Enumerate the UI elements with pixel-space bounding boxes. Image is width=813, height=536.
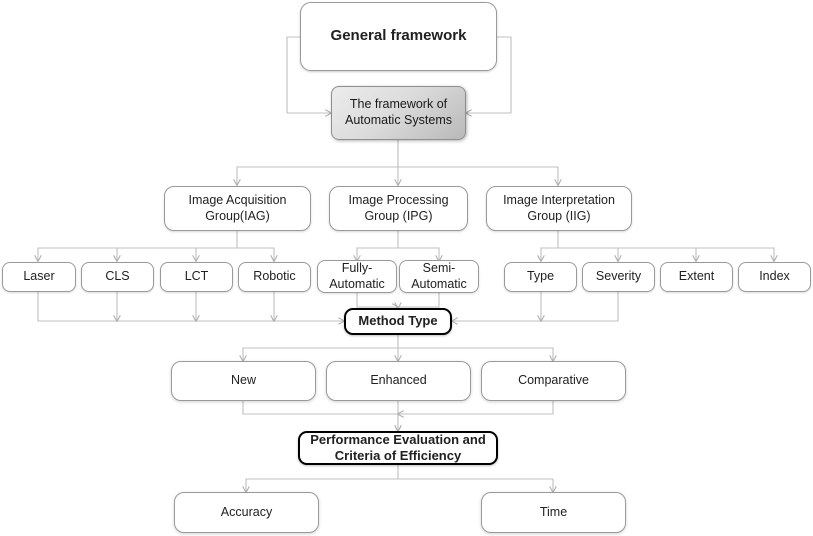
node-cls-label: CLS: [105, 269, 130, 284]
node-method-type-label: Method Type: [358, 313, 438, 329]
node-fully-automatic-line1: Fully-: [341, 260, 373, 275]
node-robotic-label: Robotic: [253, 269, 296, 284]
node-type[interactable]: Type: [504, 262, 577, 292]
node-cls[interactable]: CLS: [81, 262, 154, 292]
node-image-interpretation-group[interactable]: Image Interpretation Group (IIG): [486, 186, 632, 231]
node-performance-evaluation[interactable]: Performance Evaluation and Criteria of E…: [298, 431, 498, 465]
node-new-label: New: [230, 373, 256, 388]
node-automatic-systems-line2: Automatic Systems: [345, 113, 452, 127]
node-extent[interactable]: Extent: [660, 262, 733, 292]
node-new[interactable]: New: [171, 361, 316, 401]
node-comparative[interactable]: Comparative: [481, 361, 626, 401]
node-iig-line2: Group (IIG): [527, 208, 591, 223]
node-ipg-line2: Group (IPG): [364, 208, 433, 223]
node-index[interactable]: Index: [738, 262, 811, 292]
node-image-processing-group[interactable]: Image Processing Group (IPG): [329, 186, 468, 231]
node-iag-line1: Image Acquisition: [188, 192, 287, 207]
node-semi-automatic-line2: Automatic: [411, 276, 467, 291]
node-time[interactable]: Time: [481, 492, 626, 533]
node-laser-label: Laser: [23, 269, 55, 284]
node-lct[interactable]: LCT: [160, 262, 233, 292]
node-laser[interactable]: Laser: [2, 262, 76, 292]
node-image-acquisition-group[interactable]: Image Acquisition Group(IAG): [164, 186, 311, 231]
node-lct-label: LCT: [184, 269, 209, 284]
node-method-type[interactable]: Method Type: [344, 308, 452, 335]
node-robotic[interactable]: Robotic: [238, 262, 311, 292]
node-accuracy-label: Accuracy: [220, 504, 273, 519]
node-type-label: Type: [526, 269, 555, 284]
node-accuracy[interactable]: Accuracy: [174, 492, 319, 533]
node-severity[interactable]: Severity: [582, 262, 655, 292]
node-extent-label: Extent: [678, 269, 715, 284]
node-index-label: Index: [759, 269, 790, 284]
node-framework-automatic-systems[interactable]: The framework of Automatic Systems: [331, 86, 466, 140]
node-automatic-systems-line1: The framework of: [349, 97, 448, 112]
node-semi-automatic[interactable]: Semi- Automatic: [399, 260, 479, 293]
node-ipg-line1: Image Processing: [348, 192, 449, 207]
node-comparative-label: Comparative: [518, 373, 589, 388]
node-iig-line1: Image Interpretation: [503, 192, 615, 207]
node-performance-line1: Performance Evaluation and: [310, 431, 486, 447]
node-semi-automatic-line1: Semi-: [422, 260, 456, 275]
node-severity-label: Severity: [595, 269, 642, 284]
node-general-framework[interactable]: General framework: [300, 2, 497, 71]
node-fully-automatic[interactable]: Fully- Automatic: [317, 260, 397, 293]
node-enhanced[interactable]: Enhanced: [326, 361, 471, 401]
node-fully-automatic-line2: Automatic: [329, 276, 385, 291]
node-enhanced-label: Enhanced: [370, 373, 427, 388]
node-time-label: Time: [539, 504, 568, 519]
node-iag-line2: Group(IAG): [205, 208, 270, 223]
node-performance-line2: Criteria of Efficiency: [334, 448, 462, 463]
node-general-framework-label: General framework: [330, 27, 467, 45]
